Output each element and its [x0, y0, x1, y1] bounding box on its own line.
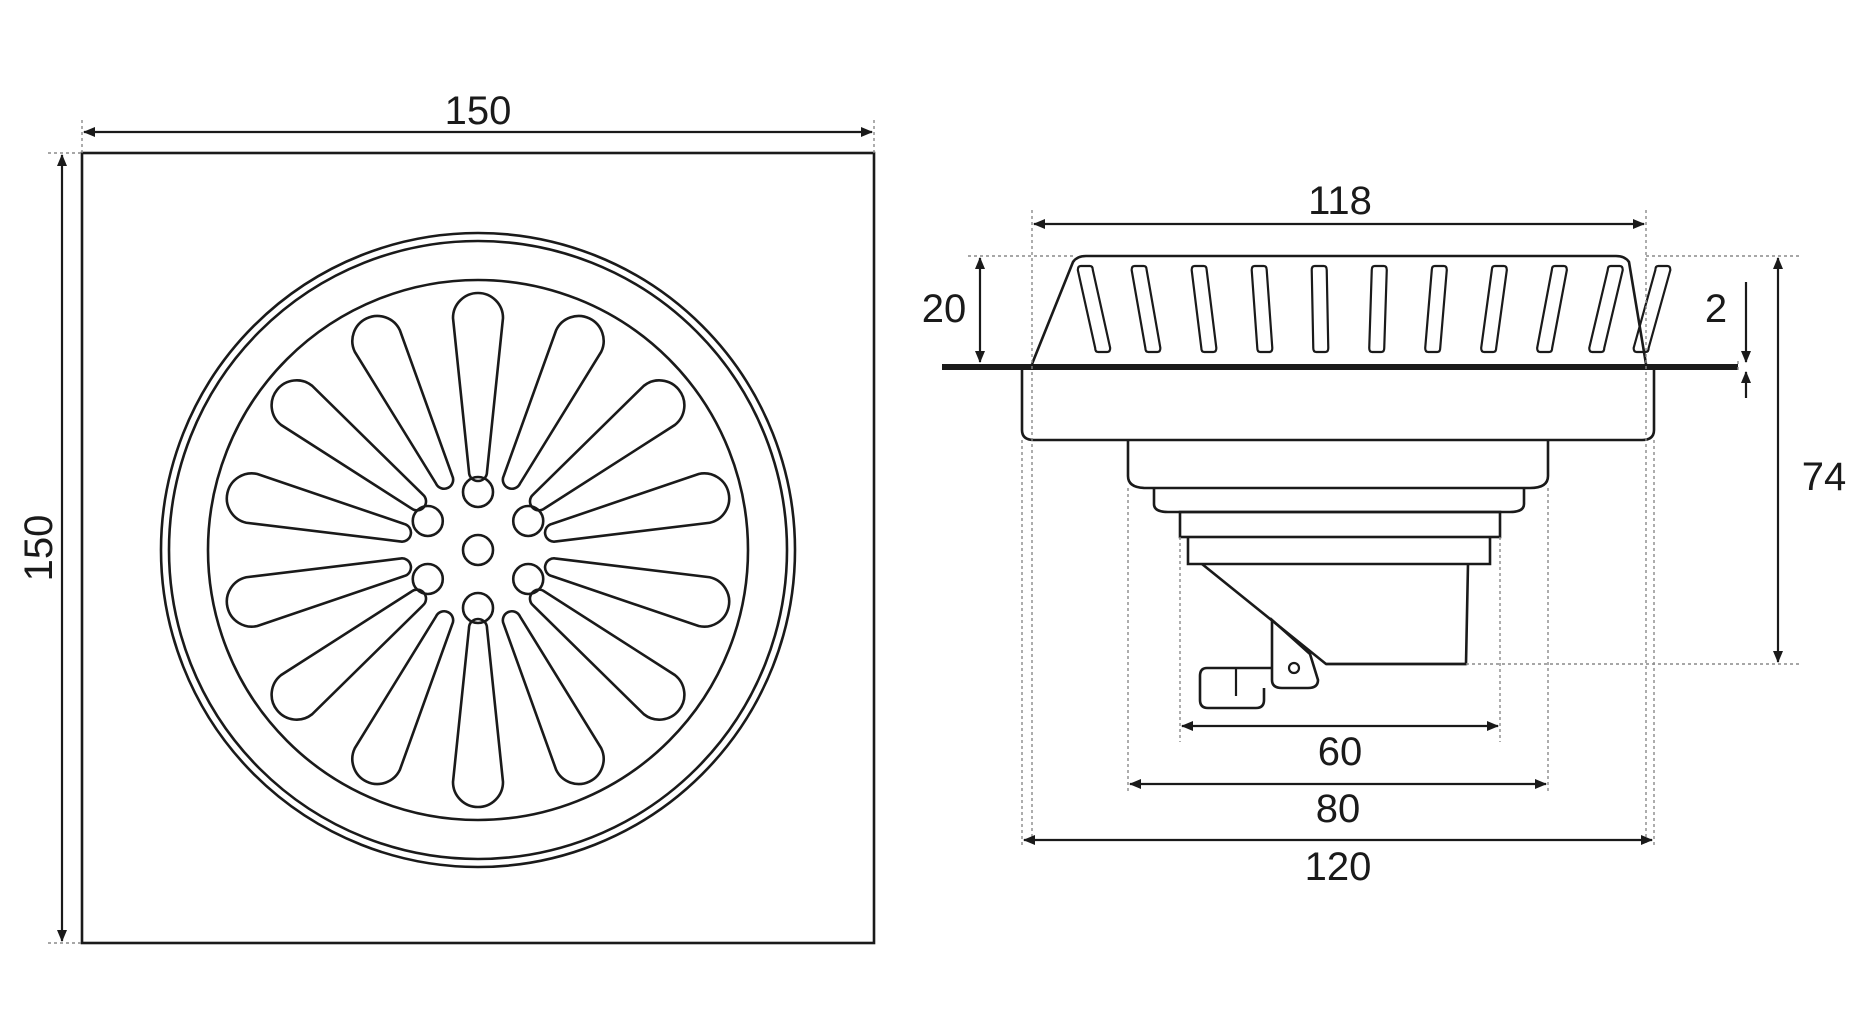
- grate-slot: [1632, 264, 1672, 354]
- ring-hole: [411, 562, 445, 596]
- petal-slot: [543, 557, 731, 628]
- dimension-2: 2: [1705, 282, 1751, 398]
- ring-hole: [511, 504, 545, 538]
- dim-label-top-width: 150: [445, 89, 512, 133]
- petal-slot: [270, 588, 428, 721]
- grate-slot: [1190, 264, 1218, 354]
- petal-slots: [225, 291, 731, 809]
- petal-slot: [351, 314, 455, 490]
- dim-label-slab-thickness: 2: [1705, 287, 1727, 331]
- side-view: [942, 254, 1739, 710]
- dim-label-grate-height: 20: [922, 287, 967, 331]
- petal-slot: [270, 379, 428, 512]
- hinge-pin: [1287, 661, 1301, 675]
- petal-slot: [501, 314, 605, 490]
- body-80: [1126, 440, 1550, 490]
- dim-label-grate-width: 118: [1308, 179, 1372, 223]
- grate-slot: [1480, 264, 1508, 354]
- body-collar: [1178, 510, 1502, 539]
- flange-body: [1020, 370, 1656, 442]
- grate-slot: [1424, 264, 1448, 354]
- dimension-80: 80: [1129, 779, 1547, 831]
- petal-slot: [225, 557, 413, 628]
- dimension-20: 20: [922, 257, 985, 363]
- top-view: [80, 151, 876, 945]
- side-extension-lines: [968, 210, 1800, 846]
- dim-label-flange-120: 120: [1305, 845, 1372, 889]
- center-holes: [411, 475, 545, 625]
- grate-slot: [1536, 264, 1568, 354]
- dimension-74: 74: [1773, 257, 1847, 663]
- petal-slot: [528, 379, 686, 512]
- petal-slot: [351, 610, 455, 786]
- outlet-spout: [1198, 666, 1272, 710]
- ring-hole: [411, 504, 445, 538]
- outlet-cup: [1201, 562, 1470, 666]
- dim-label-body-80: 80: [1316, 787, 1361, 831]
- grate-slot: [1310, 264, 1330, 354]
- grate-slot: [1250, 264, 1274, 354]
- dimension-150-vertical: 150: [17, 152, 84, 944]
- outer-ring: [159, 231, 797, 869]
- middle-ring: [167, 239, 789, 861]
- dimension-60: 60: [1181, 721, 1499, 774]
- petal-slot: [451, 617, 505, 809]
- petal-slot: [543, 472, 731, 543]
- dimension-120: 120: [1023, 835, 1653, 889]
- ring-hole: [461, 475, 495, 509]
- petal-slot: [501, 610, 605, 786]
- grate-disc: [206, 278, 750, 822]
- trap-flap: [1270, 617, 1320, 690]
- petal-slot: [528, 588, 686, 721]
- grate-crown: [1030, 254, 1648, 365]
- grate-slot: [1368, 264, 1388, 354]
- grate-slot: [1076, 264, 1112, 354]
- center-hole: [461, 533, 495, 567]
- dim-label-total-height: 74: [1802, 455, 1847, 499]
- dim-label-top-height: 150: [17, 515, 61, 582]
- dimension-118: 118: [1033, 179, 1645, 229]
- petal-slot: [225, 472, 413, 543]
- grate-slot: [1588, 264, 1624, 354]
- dimension-150-horizontal: 150: [81, 89, 875, 155]
- ring-hole: [511, 562, 545, 596]
- square-frame: [80, 151, 876, 945]
- grate-slot: [1130, 264, 1162, 354]
- grate-slots: [1076, 264, 1672, 354]
- petal-slot: [451, 291, 505, 483]
- body-step: [1152, 488, 1526, 514]
- ring-hole: [461, 591, 495, 625]
- dim-label-outlet-60: 60: [1318, 730, 1363, 774]
- body-lower: [1186, 537, 1492, 566]
